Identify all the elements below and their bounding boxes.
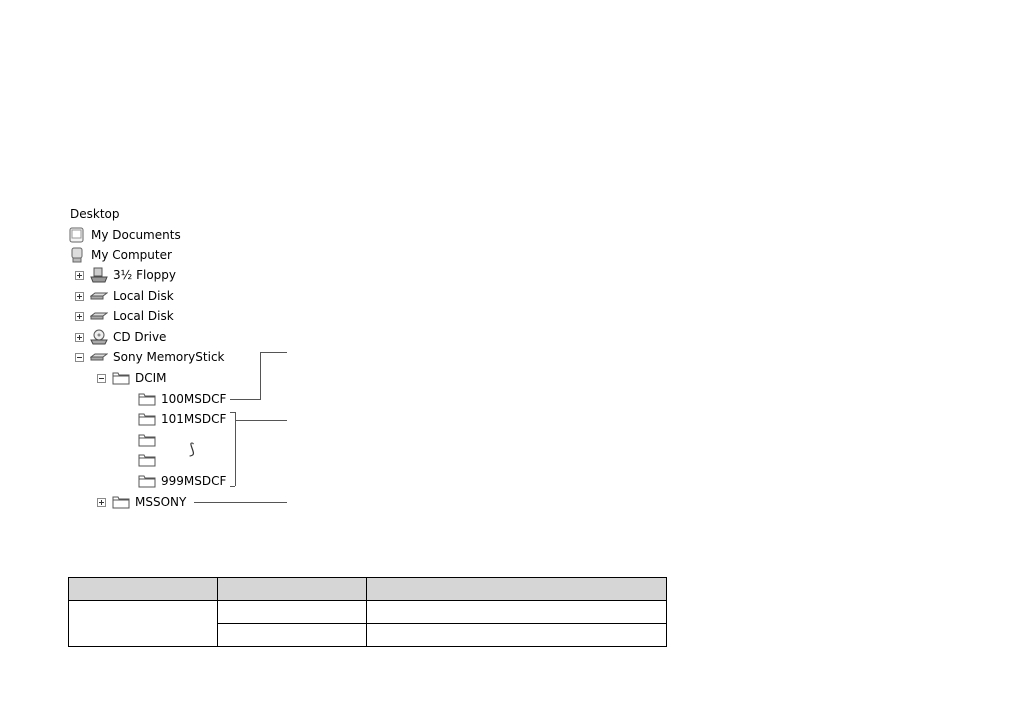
tree-item-folder-unnamed-2[interactable]: [138, 450, 161, 470]
callout-line-100msdcf-top: [260, 352, 287, 353]
floppy-drive-icon: [90, 267, 108, 283]
table-row: [69, 623, 667, 647]
folder-icon: [138, 452, 156, 468]
removable-disk-icon: [90, 349, 108, 365]
table-cell: [366, 623, 667, 647]
cd-drive-icon: [90, 329, 108, 345]
folder-icon: [138, 473, 156, 489]
tree-item-100msdcf[interactable]: 100MSDCF: [138, 389, 226, 409]
tree-label-my-computer: My Computer: [91, 248, 172, 262]
expand-icon[interactable]: [75, 291, 84, 301]
tree-label-local-disk-1: Local Disk: [113, 289, 174, 303]
table-row: [68, 600, 667, 647]
expand-icon[interactable]: [75, 332, 84, 342]
collapse-icon[interactable]: [97, 373, 106, 383]
tree-item-my-computer[interactable]: My Computer: [68, 245, 172, 265]
tree-item-101msdcf[interactable]: 101MSDCF: [138, 409, 226, 429]
table-cell: [217, 623, 367, 647]
expand-icon[interactable]: [75, 311, 84, 321]
tree-label-dcim: DCIM: [135, 371, 167, 385]
hard-disk-icon: [90, 288, 108, 304]
table-header-cell: [68, 577, 218, 601]
table-cell: [366, 600, 667, 624]
tree-label-desktop: Desktop: [70, 207, 120, 221]
collapse-icon[interactable]: [75, 352, 84, 362]
table-header-row: [68, 577, 667, 601]
table-header-cell: [366, 577, 667, 601]
info-table: [68, 577, 667, 647]
tree-label-cd-drive: CD Drive: [113, 330, 167, 344]
expand-icon[interactable]: [75, 270, 84, 280]
bracket-bottom: [230, 486, 235, 487]
callout-line-100msdcf-vertical: [260, 352, 261, 400]
table-header-cell: [217, 577, 367, 601]
tree-label-my-documents: My Documents: [91, 228, 181, 242]
tree-item-dcim[interactable]: DCIM: [97, 368, 167, 388]
tree-label-101msdcf: 101MSDCF: [161, 412, 227, 426]
computer-icon: [68, 247, 86, 263]
tree-label-mssony: MSSONY: [135, 495, 187, 509]
tree-label-floppy: 3½ Floppy: [113, 268, 176, 282]
tree-label-memory-stick: Sony MemoryStick: [113, 350, 225, 364]
expand-icon[interactable]: [97, 497, 106, 507]
folder-icon: [138, 432, 156, 448]
tree-item-folder-unnamed-1[interactable]: [138, 430, 161, 450]
table-cell: [68, 600, 218, 647]
tree-item-local-disk-1[interactable]: Local Disk: [75, 286, 174, 306]
tree-label-999msdcf: 999MSDCF: [161, 474, 227, 488]
tree-label-local-disk-2: Local Disk: [113, 309, 174, 323]
folder-icon: [112, 370, 130, 386]
callout-line-folders: [235, 420, 287, 421]
tree-item-cd-drive[interactable]: CD Drive: [75, 327, 166, 347]
table-cell: [217, 600, 367, 624]
tree-item-mssony[interactable]: MSSONY: [97, 492, 186, 512]
hard-disk-icon: [90, 308, 108, 324]
tree-item-memory-stick[interactable]: Sony MemoryStick: [75, 347, 225, 367]
tree-item-local-disk-2[interactable]: Local Disk: [75, 306, 174, 326]
documents-icon: [68, 227, 86, 243]
folder-icon: [112, 494, 130, 510]
tree-label-100msdcf: 100MSDCF: [161, 392, 227, 406]
callout-line-100msdcf: [230, 399, 260, 400]
folder-icon: [138, 391, 156, 407]
bracket-top: [230, 412, 235, 413]
tree-item-my-documents[interactable]: My Documents: [68, 225, 181, 245]
folder-tree-diagram: Desktop My Documents My Computer 3½ Flop…: [68, 204, 287, 512]
bracket-vertical: [235, 412, 236, 486]
continuation-mark: ⟆: [189, 440, 195, 458]
tree-item-desktop[interactable]: Desktop: [70, 204, 120, 224]
tree-item-999msdcf[interactable]: 999MSDCF: [138, 471, 226, 491]
callout-line-mssony: [194, 502, 287, 503]
folder-icon: [138, 411, 156, 427]
tree-item-floppy[interactable]: 3½ Floppy: [75, 265, 176, 285]
